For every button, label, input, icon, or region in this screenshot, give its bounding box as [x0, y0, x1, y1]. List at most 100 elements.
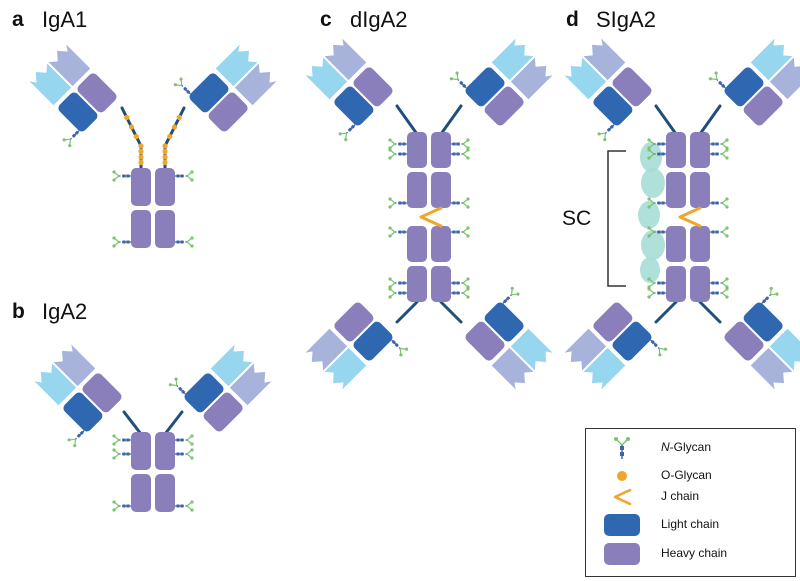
n-glycan — [710, 138, 729, 150]
sc-domain — [640, 257, 660, 283]
light-chain-variable — [210, 344, 253, 387]
heavy-chain-domain — [155, 432, 175, 470]
hinge-region — [395, 300, 419, 324]
heavy-chain-ch1 — [743, 86, 783, 126]
light-chain-variable — [491, 38, 534, 81]
panel-d-letter: d — [566, 8, 579, 31]
hinge-region — [654, 104, 678, 136]
light-chain-constant — [465, 67, 505, 107]
n-glycan — [388, 287, 407, 299]
secretory-component — [638, 142, 665, 283]
n-glycan — [112, 236, 131, 248]
heavy-chain-domain — [155, 168, 175, 206]
n-glycan — [710, 277, 729, 289]
panel-a-title: IgA1 — [42, 7, 88, 32]
n-glycan — [388, 138, 407, 150]
heavy-chain-domain — [407, 226, 427, 262]
light-chain-constant — [63, 392, 103, 432]
heavy-chain-variable — [564, 328, 607, 371]
n-glycan — [175, 170, 194, 182]
n-glycan — [112, 170, 131, 182]
heavy-chain-variable — [324, 38, 367, 81]
legend-item-n-glycan: N-Glycan — [586, 435, 795, 461]
n-glycan — [338, 124, 356, 142]
heavy-chain-domain — [431, 172, 451, 208]
light-chain-variable — [564, 57, 607, 100]
heavy-chain-ch1 — [724, 321, 764, 361]
fab-arm — [168, 344, 272, 432]
n-glycan-icon — [614, 437, 630, 459]
legend-label-heavy-chain: Heavy chain — [661, 546, 728, 560]
heavy-chain-ch1 — [484, 86, 524, 126]
n-glycan — [647, 148, 666, 160]
light-chain-constant — [334, 86, 374, 126]
n-glycan — [175, 448, 194, 460]
o-glycan — [162, 143, 168, 149]
hinge-region — [395, 104, 419, 136]
fab-arm — [724, 286, 800, 390]
panel-d-title: SIgA2 — [596, 7, 656, 32]
light-chain-variable — [750, 38, 793, 81]
n-glycan — [388, 148, 407, 160]
heavy-chain-domain — [690, 226, 710, 262]
fab-arm — [465, 286, 553, 390]
n-glycan — [451, 197, 470, 209]
sc-domain — [641, 230, 665, 260]
heavy-chain-domain — [155, 474, 175, 512]
heavy-chain-icon — [604, 543, 640, 565]
o-glycan — [138, 148, 144, 155]
hinge-region — [122, 410, 143, 436]
n-glycan — [175, 236, 194, 248]
heavy-chain-ch1 — [208, 92, 248, 132]
j-chain — [419, 206, 443, 228]
legend-label-light-chain: Light chain — [661, 517, 720, 531]
hinge-region — [698, 300, 722, 324]
siga2-molecule — [564, 38, 800, 390]
fab-arm — [708, 38, 800, 126]
n-glycan — [451, 226, 470, 238]
heavy-chain-variable — [510, 57, 553, 100]
hinge-region — [654, 300, 678, 324]
light-chain-constant — [593, 86, 633, 126]
heavy-chain-domain — [431, 132, 451, 168]
heavy-chain-variable — [583, 38, 626, 81]
light-chain-constant — [189, 73, 229, 113]
heavy-chain-ch1 — [82, 373, 122, 413]
light-chain-constant — [484, 302, 524, 342]
heavy-chain-variable — [229, 363, 272, 406]
sc-domain — [638, 201, 660, 229]
heavy-chain-ch1 — [334, 302, 374, 342]
heavy-chain-domain — [690, 172, 710, 208]
light-chain-constant — [743, 302, 783, 342]
panel-b-title: IgA2 — [42, 299, 88, 324]
heavy-chain-domain — [666, 266, 686, 302]
light-chain-variable — [215, 44, 258, 87]
panel-a-letter: a — [12, 8, 24, 31]
diga2-molecule — [305, 38, 553, 390]
light-chain-constant — [612, 321, 652, 361]
light-chain-icon — [604, 514, 640, 536]
n-glycan — [388, 226, 407, 238]
heavy-chain-domain — [155, 210, 175, 248]
heavy-chain-domain — [407, 172, 427, 208]
heavy-chain-domain — [666, 132, 686, 168]
o-glycan — [138, 143, 144, 149]
sc-bracket — [607, 150, 626, 287]
heavy-chain-domain — [131, 474, 151, 512]
n-glycan — [62, 130, 80, 148]
iga1-molecule — [29, 44, 277, 248]
n-glycan — [112, 448, 131, 460]
n-glycan — [175, 500, 194, 512]
light-chain-variable — [583, 347, 626, 390]
legend-box: N-Glycan O-Glycan J chain Light chain He… — [585, 428, 796, 577]
n-glycan — [710, 226, 729, 238]
heavy-chain-domain — [666, 226, 686, 262]
heavy-chain-variable — [305, 328, 348, 371]
fab-arm — [34, 344, 122, 448]
o-glycan — [162, 148, 168, 155]
hinge-region — [698, 104, 722, 136]
hinge-region — [439, 104, 463, 136]
heavy-chain-domain — [690, 132, 710, 168]
fab-arm — [564, 38, 652, 142]
light-chain-constant — [724, 67, 764, 107]
